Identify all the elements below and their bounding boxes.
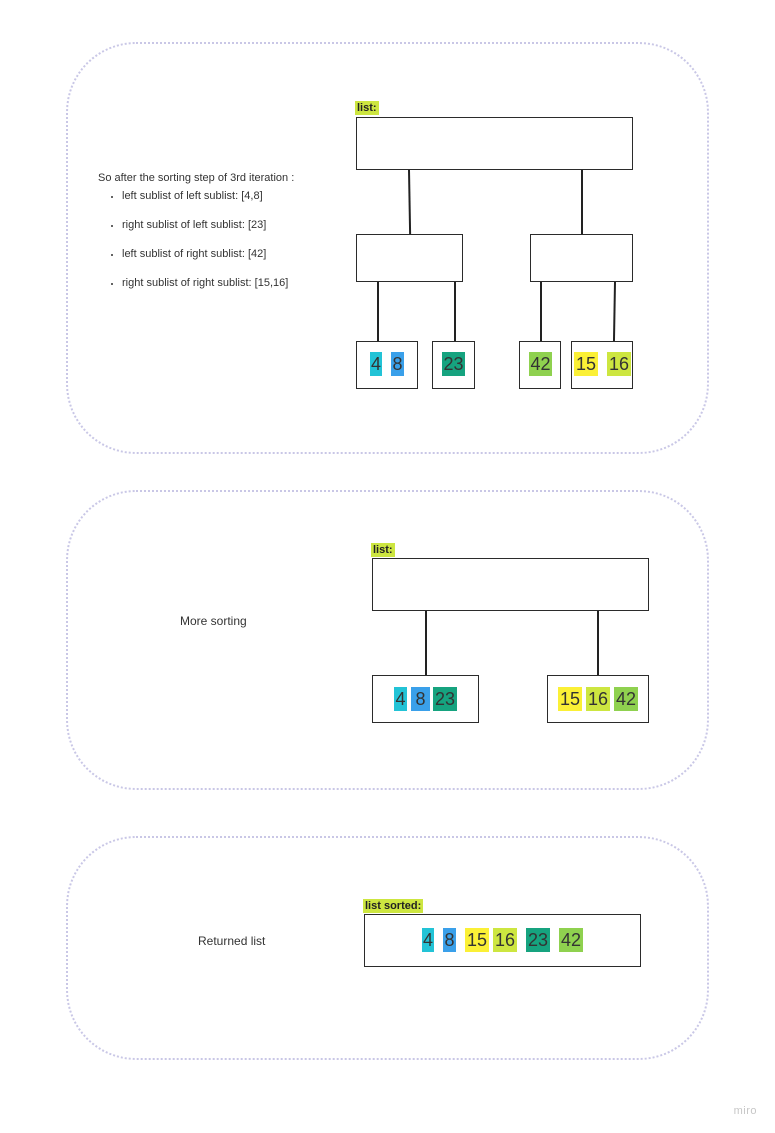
connector: [581, 170, 583, 234]
root-list-box[interactable]: [356, 117, 633, 170]
value-chip: 16: [586, 687, 610, 711]
frame-more-sorting: [66, 490, 709, 790]
value-chip: 8: [391, 352, 404, 376]
frame-iteration-3: [66, 42, 709, 454]
iteration-notes: So after the sorting step of 3rd iterati…: [98, 172, 348, 306]
value-chip: 8: [443, 928, 456, 952]
note-item: right sublist of right sublist: [15,16]: [122, 277, 348, 289]
panel-caption: Returned list: [198, 934, 266, 948]
value-chip: 42: [529, 352, 552, 376]
value-chip: 4: [422, 928, 434, 952]
connector: [377, 282, 379, 341]
notes-list: left sublist of left sublist: [4,8] righ…: [98, 190, 348, 289]
panel-caption: More sorting: [180, 614, 247, 628]
miro-watermark: miro: [733, 1105, 757, 1117]
merged-list-box[interactable]: [372, 558, 649, 611]
value-chip: 8: [411, 687, 430, 711]
value-chip: 16: [493, 928, 517, 952]
list-tag: list:: [371, 543, 395, 557]
sorted-list-tag: list sorted:: [363, 899, 424, 913]
frame-returned-list: [66, 836, 709, 1060]
list-tag: list:: [355, 101, 379, 115]
value-chip: 15: [574, 352, 598, 376]
value-chip: 23: [433, 687, 457, 711]
connector: [540, 282, 542, 341]
value-chip: 4: [394, 687, 407, 711]
value-chip: 23: [442, 352, 465, 376]
value-chip: 4: [370, 352, 382, 376]
value-chip: 15: [465, 928, 489, 952]
leaf-box-left-left[interactable]: [356, 341, 418, 389]
note-item: left sublist of right sublist: [42]: [122, 248, 348, 260]
left-sublist-box[interactable]: [356, 234, 463, 282]
value-chip: 42: [614, 687, 638, 711]
note-item: left sublist of left sublist: [4,8]: [122, 190, 348, 202]
value-chip: 16: [607, 352, 631, 376]
right-sublist-box[interactable]: [530, 234, 633, 282]
connector: [425, 611, 427, 675]
value-chip: 23: [526, 928, 550, 952]
notes-intro: So after the sorting step of 3rd iterati…: [98, 172, 295, 184]
value-chip: 15: [558, 687, 582, 711]
connector: [454, 282, 456, 341]
note-item: right sublist of left sublist: [23]: [122, 219, 348, 231]
connector: [597, 611, 599, 675]
value-chip: 42: [559, 928, 583, 952]
leaf-box-left-right[interactable]: [432, 341, 475, 389]
